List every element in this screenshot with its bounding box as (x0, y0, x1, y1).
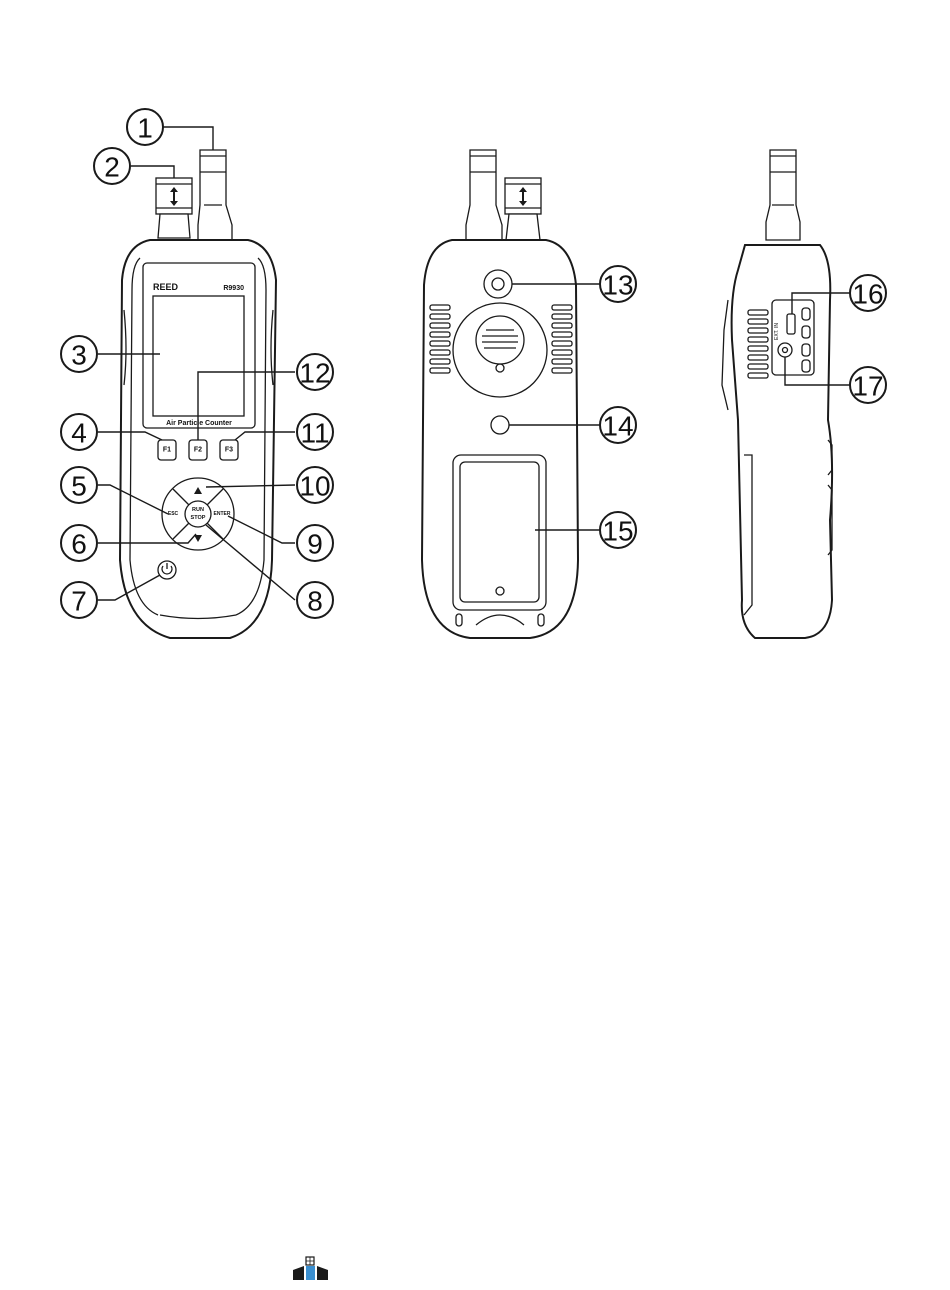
brand-logo-icon (293, 1257, 328, 1280)
svg-text:1: 1 (137, 113, 153, 144)
svg-text:17: 17 (852, 371, 883, 402)
callout-5: 5 (61, 467, 97, 503)
svg-text:2: 2 (104, 152, 120, 183)
callout-15: 15 (600, 512, 636, 548)
callout-16: 16 (850, 275, 886, 311)
svg-text:F1: F1 (163, 447, 171, 454)
svg-text:F3: F3 (225, 447, 233, 454)
svg-text:4: 4 (71, 418, 87, 449)
svg-text:3: 3 (71, 340, 87, 371)
callout-7: 7 (61, 582, 97, 618)
screen-caption: Air Particle Counter (166, 420, 232, 427)
svg-text:16: 16 (852, 279, 883, 310)
callout-17: 17 (850, 367, 886, 403)
svg-text:12: 12 (299, 358, 330, 389)
callout-4: 4 (61, 414, 97, 450)
callout-3: 3 (61, 336, 97, 372)
f2-button[interactable]: F2 (189, 440, 207, 460)
svg-text:8: 8 (307, 586, 323, 617)
svg-text:F2: F2 (194, 447, 202, 454)
svg-text:10: 10 (299, 471, 330, 502)
brand-label: REED (153, 282, 179, 292)
side-port-label: EXT. IN (774, 323, 780, 340)
power-button[interactable] (158, 561, 176, 579)
esc-button[interactable]: ESC (168, 511, 179, 517)
back-view (422, 150, 578, 638)
svg-text:13: 13 (602, 270, 633, 301)
tripod-mount (491, 416, 509, 434)
callout-6: 6 (61, 525, 97, 561)
callout-9: 9 (297, 525, 333, 561)
f1-button[interactable]: F1 (158, 440, 176, 460)
fan-grille (453, 303, 547, 397)
run-label[interactable]: RUN (192, 507, 204, 513)
callout-13: 13 (600, 266, 636, 302)
svg-text:5: 5 (71, 471, 87, 502)
f3-button[interactable]: F3 (220, 440, 238, 460)
callout-10: 10 (297, 467, 333, 503)
usb-port[interactable] (787, 314, 795, 334)
sensor-probe (198, 150, 232, 240)
model-label: R9930 (223, 285, 244, 292)
power-jack[interactable] (778, 343, 792, 357)
callout-11: 11 (297, 414, 333, 450)
rear-sensor-port (484, 270, 512, 298)
callout-1: 1 (127, 109, 163, 145)
side-view: EXT. IN (722, 150, 832, 638)
svg-text:6: 6 (71, 529, 87, 560)
callout-8: 8 (297, 582, 333, 618)
svg-text:7: 7 (71, 586, 87, 617)
callout-14: 14 (600, 407, 636, 443)
callout-2: 2 (94, 148, 130, 184)
svg-text:9: 9 (307, 529, 323, 560)
svg-text:14: 14 (602, 411, 633, 442)
svg-text:15: 15 (602, 516, 633, 547)
inlet-probe (156, 178, 192, 238)
svg-text:11: 11 (300, 418, 329, 449)
callout-12: 12 (297, 354, 333, 390)
stop-label[interactable]: STOP (191, 515, 206, 521)
